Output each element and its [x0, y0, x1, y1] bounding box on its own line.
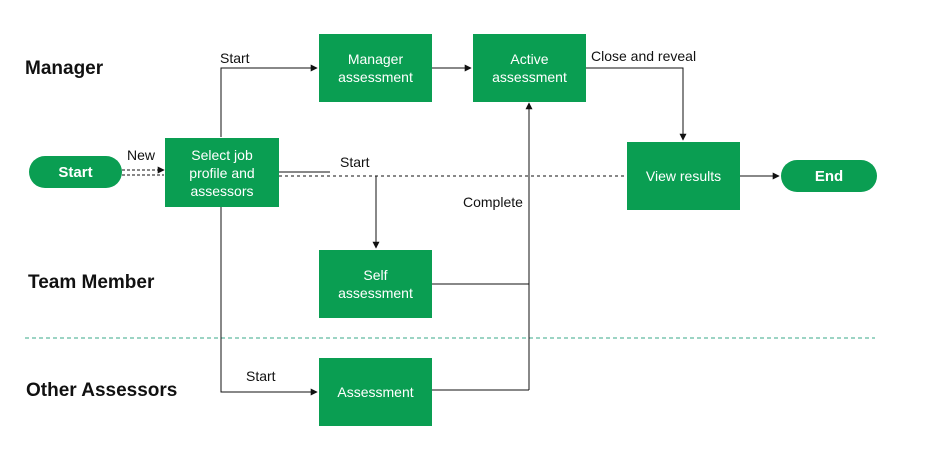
edge-label-start-team: Start — [340, 154, 370, 170]
select-job-profile-node: Select job profile and assessors — [165, 138, 279, 207]
assessment-node: Assessment — [319, 358, 432, 426]
edge-label-start-manager: Start — [220, 50, 250, 66]
edge-label-complete: Complete — [463, 194, 523, 210]
active-to-results-arrow — [586, 67, 687, 141]
edge-label-close-and-reveal: Close and reveal — [591, 48, 697, 64]
edge-label-new: New — [127, 147, 156, 163]
self-assessment-node: Self assessment — [319, 250, 432, 318]
lane-label-manager: Manager — [25, 58, 104, 79]
end-node: End — [781, 160, 877, 192]
start-node: Start — [29, 156, 122, 188]
manager-assessment-node: Manager assessment — [319, 34, 432, 102]
lane-label-team-member: Team Member — [28, 272, 155, 293]
edge-label-start-other: Start — [246, 368, 276, 384]
active-assessment-node: Active assessment — [473, 34, 586, 102]
lane-label-other-assessors: Other Assessors — [26, 380, 178, 401]
select-to-assessment-arrow — [220, 207, 318, 396]
select-to-manager-arrow — [220, 64, 318, 137]
view-results-node: View results — [627, 142, 740, 210]
